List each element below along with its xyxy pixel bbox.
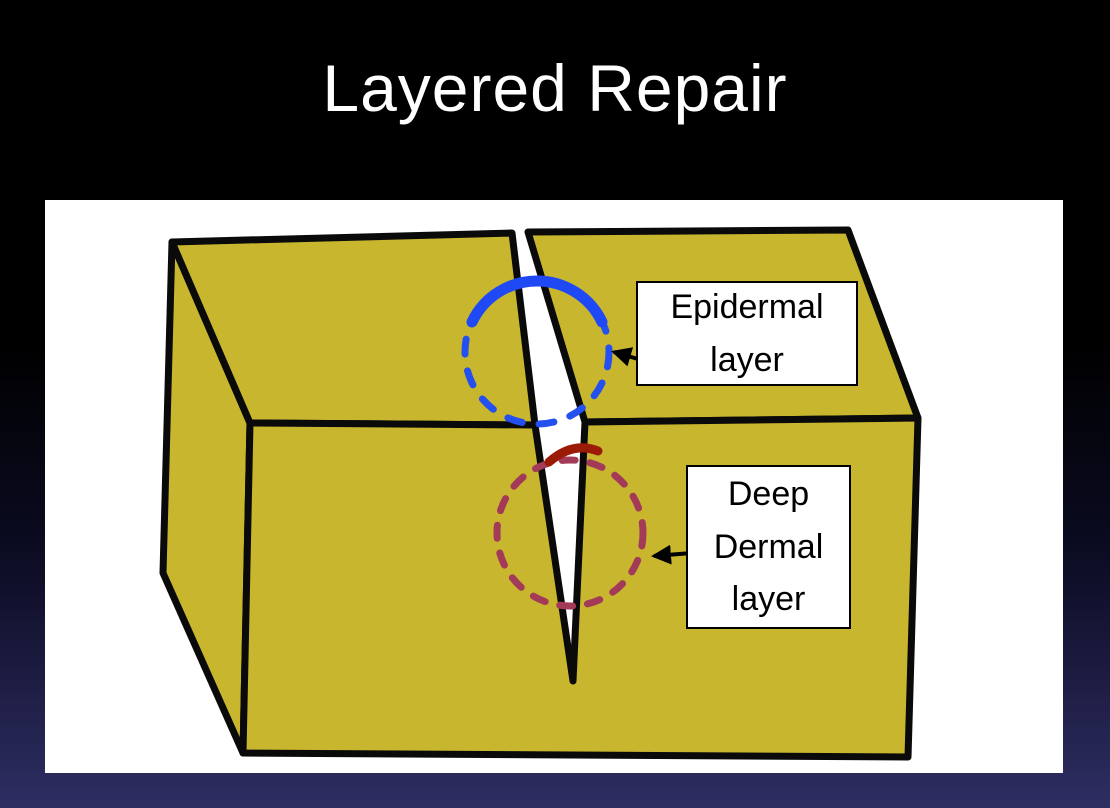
deep-dermal-label-line1: Deep bbox=[727, 474, 810, 513]
slide-title: Layered Repair bbox=[322, 51, 788, 125]
epidermal-label-line1: Epidermal bbox=[670, 287, 824, 326]
wound-mark bbox=[544, 443, 603, 467]
deep-dermal-label-box: Deep Dermal layer bbox=[686, 465, 851, 629]
epidermal-label-box: Epidermal layer bbox=[636, 281, 858, 386]
epidermal-suture-arc bbox=[466, 275, 608, 328]
epidermal-suture-circle bbox=[461, 276, 613, 428]
slide-content-area: Epidermal layer Deep Dermal layer bbox=[45, 200, 1063, 773]
deep-dermal-suture-circle bbox=[493, 456, 647, 610]
deep-dermal-label-line2: Dermal bbox=[713, 527, 824, 566]
layered-repair-diagram bbox=[159, 226, 922, 761]
epidermal-label-line2: layer bbox=[710, 340, 784, 379]
deep-dermal-label-line3: layer bbox=[731, 580, 806, 619]
arrow-to-deep-dermal-icon bbox=[651, 544, 693, 565]
